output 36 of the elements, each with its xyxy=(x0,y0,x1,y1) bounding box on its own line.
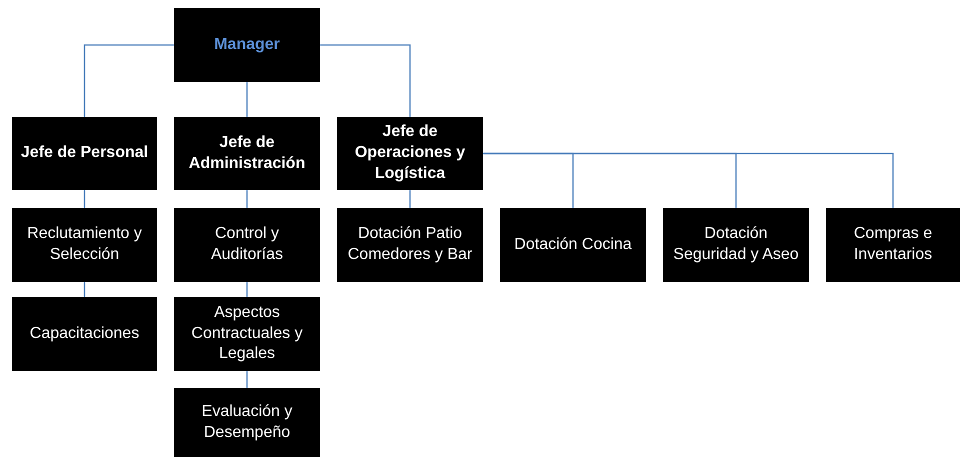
org-box xyxy=(500,208,646,282)
connector-line xyxy=(409,190,411,208)
box-label: Evaluación y Desempeño xyxy=(200,402,294,442)
org-box xyxy=(826,208,960,282)
connector-line xyxy=(84,44,174,117)
org-box xyxy=(174,117,320,190)
connector-line xyxy=(320,44,411,117)
org-box xyxy=(174,208,320,282)
connector-line xyxy=(246,82,248,117)
connector-line xyxy=(483,152,894,208)
connector-line xyxy=(246,190,248,208)
box-label: Jefe de Administración xyxy=(188,132,306,174)
org-box xyxy=(12,117,157,190)
connector-line xyxy=(246,371,248,388)
box-label: Reclutamiento y Selección xyxy=(26,224,143,265)
org-box xyxy=(12,208,157,282)
connector-line xyxy=(84,190,86,208)
org-box xyxy=(12,297,157,371)
org-box xyxy=(337,117,483,190)
box-label: Aspectos Contractuales y Legales xyxy=(190,302,304,364)
connector-line xyxy=(84,282,86,297)
org-box xyxy=(174,8,320,82)
box-label: Dotación Cocina xyxy=(514,234,632,255)
box-label: Dotación Seguridad y Aseo xyxy=(672,224,800,265)
org-box xyxy=(337,208,483,282)
org-box xyxy=(174,297,320,371)
box-label: Compras e Inventarios xyxy=(852,224,934,265)
box-label: Control y Auditorías xyxy=(210,224,284,265)
box-label: Capacitaciones xyxy=(30,324,140,344)
box-label: Dotación Patio Comedores y Bar xyxy=(346,224,474,265)
connector-line xyxy=(246,282,248,297)
box-label: Jefe de Operaciones y Logística xyxy=(354,122,466,184)
box-label: Manager xyxy=(214,34,280,55)
box-label: Jefe de Personal xyxy=(20,143,148,164)
org-box xyxy=(663,208,809,282)
org-box xyxy=(174,388,320,457)
